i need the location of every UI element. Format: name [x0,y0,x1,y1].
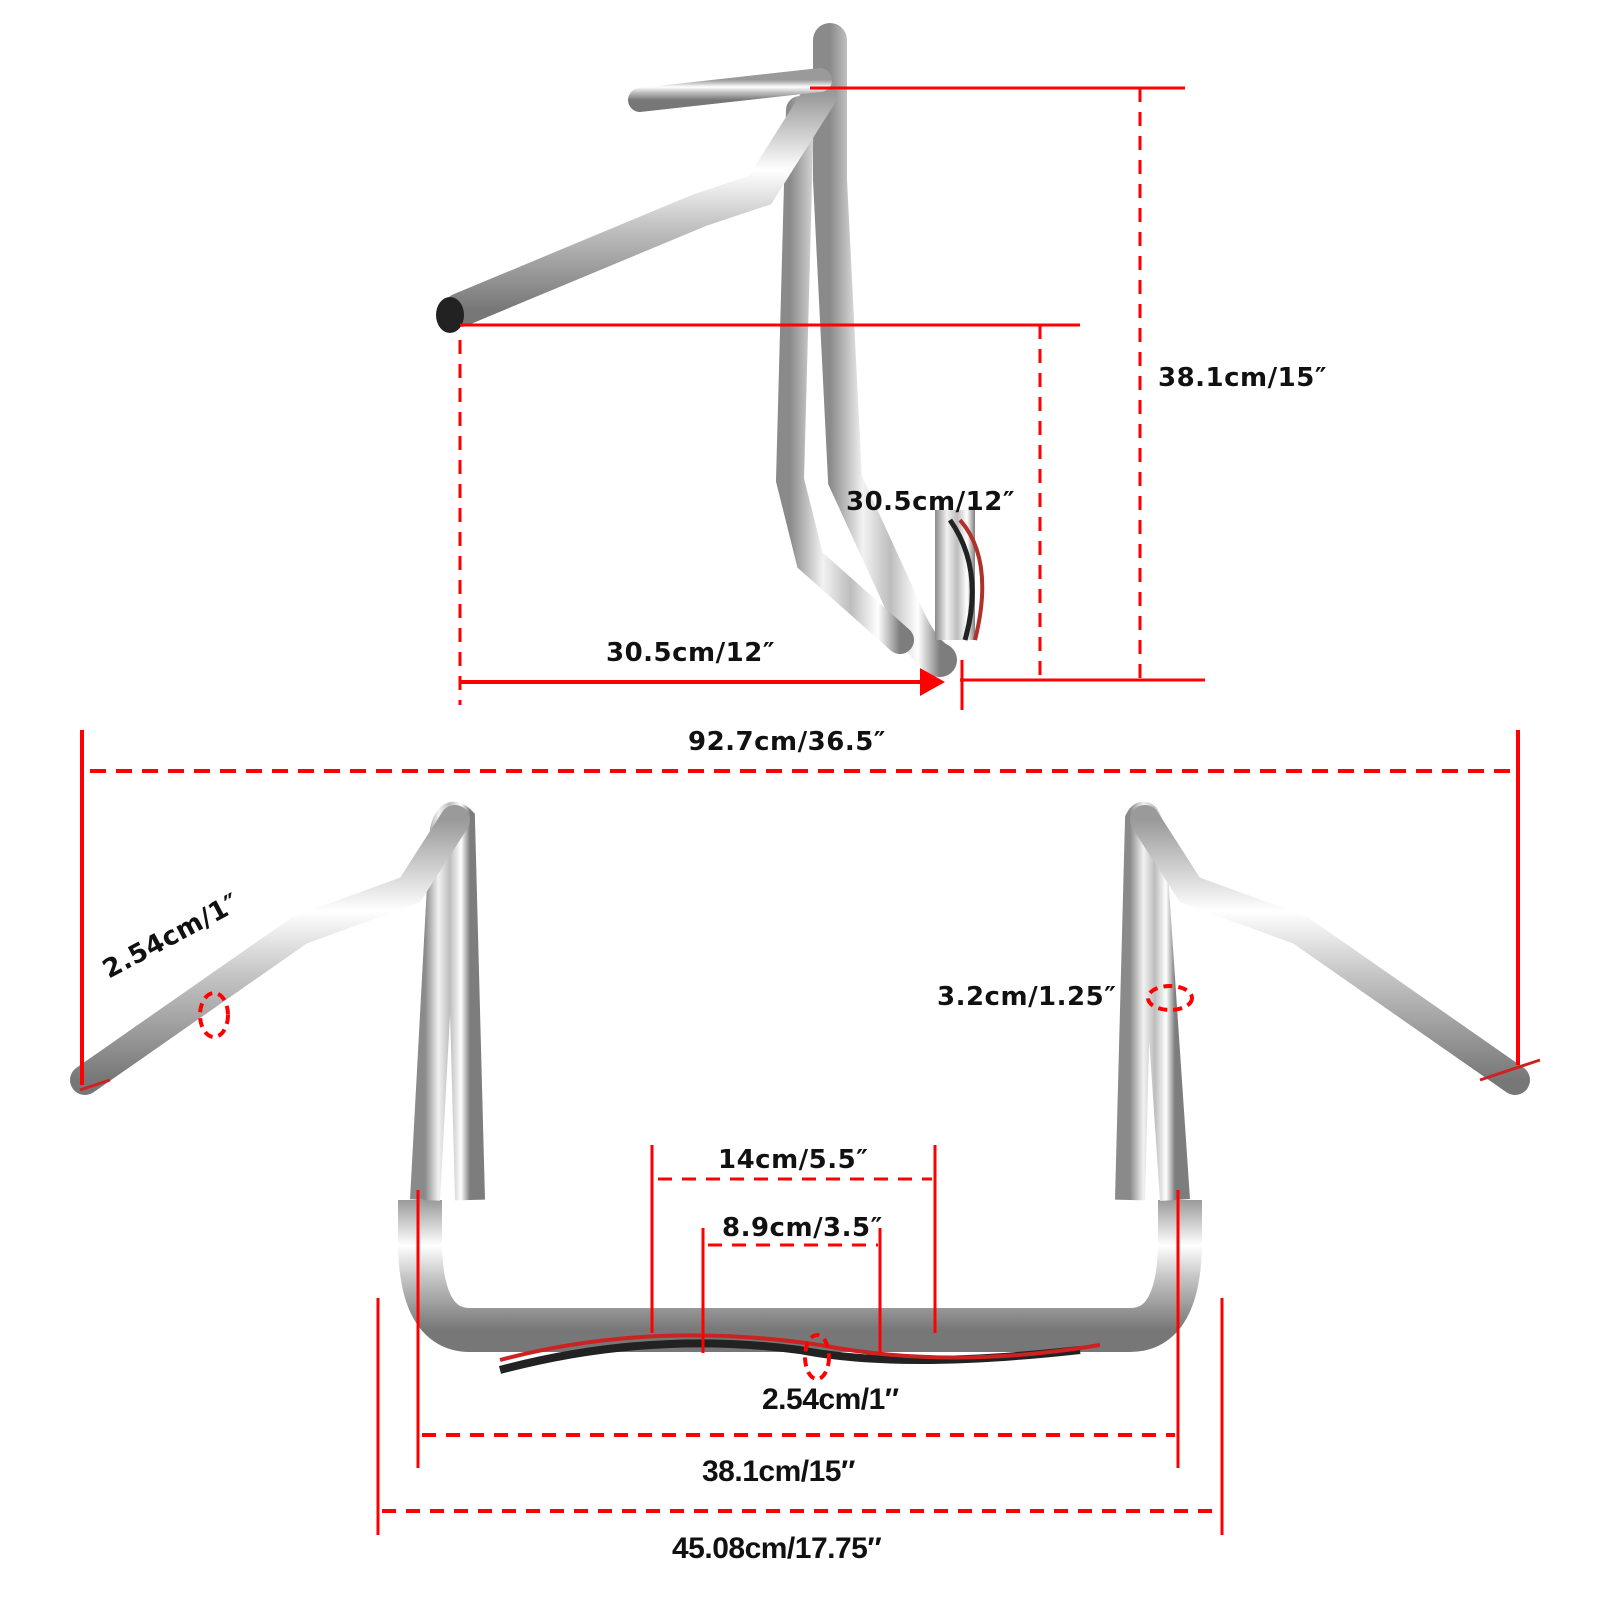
side-view-handlebar [436,23,985,677]
tube-diameter-label: 3.2cm/1.25″ [937,982,1117,1012]
inner-width-label: 38.1cm/15″ [702,1455,855,1488]
pullback-label: 30.5cm/12″ [606,638,775,668]
knurl-inner-label: 8.9cm/3.5″ [722,1213,883,1243]
overall-width-label: 92.7cm/36.5″ [688,727,886,757]
front-view-dimensions [80,730,1520,1535]
knurl-outer-label: 14cm/5.5″ [718,1145,869,1175]
front-view-handlebar [70,801,1541,1374]
center-diameter-label: 2.54cm/1″ [762,1383,899,1416]
rise-label: 38.1cm/15″ [1158,363,1327,393]
outer-width-label: 45.08cm/17.75″ [672,1532,882,1565]
side-view-dimensions [458,86,1205,710]
end-rise-label: 30.5cm/12″ [846,487,1015,517]
